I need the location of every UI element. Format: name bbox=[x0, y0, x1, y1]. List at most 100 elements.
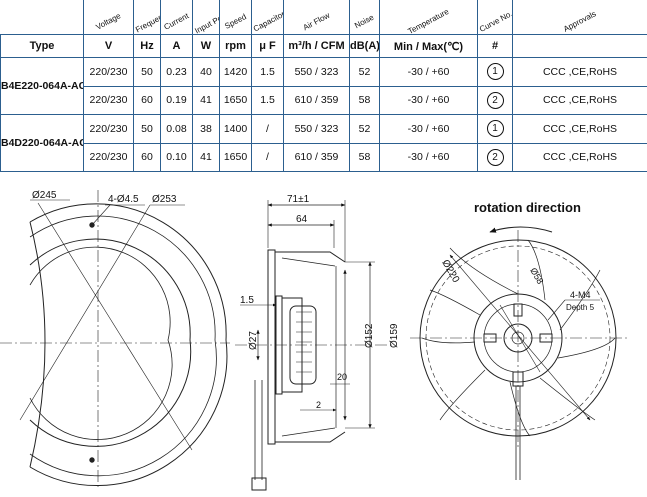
unit-speed: rpm bbox=[220, 35, 252, 58]
impeller-backplate bbox=[268, 250, 275, 444]
header-temperature: Temperature bbox=[380, 0, 478, 35]
label-d253: Ø253 bbox=[152, 194, 177, 205]
cell-noise: 58 bbox=[350, 86, 380, 115]
cell-speed: 1650 bbox=[220, 86, 252, 115]
cell-current: 0.23 bbox=[161, 58, 193, 87]
cell-frequency: 50 bbox=[134, 115, 161, 144]
cell-approval: CCC ,CE,RoHS bbox=[513, 58, 647, 87]
impeller-top-shroud bbox=[275, 252, 345, 262]
spec-table-section: Voltage Frequency Current Input Power Sp… bbox=[0, 0, 647, 171]
header-current: Current bbox=[161, 0, 193, 35]
cell-current: 0.19 bbox=[161, 86, 193, 115]
front-inner-arc bbox=[30, 247, 172, 439]
header-curve-no: Curve No. bbox=[478, 0, 513, 35]
blade-line bbox=[450, 248, 518, 294]
table-row: B4E220-064A-ACC0 220/230 50 0.23 40 1420… bbox=[1, 58, 647, 87]
label-64: 64 bbox=[296, 214, 308, 225]
cell-frequency: 60 bbox=[134, 143, 161, 172]
unit-power: W bbox=[193, 35, 220, 58]
cell-voltage: 220/230 bbox=[84, 58, 134, 87]
cell-noise: 52 bbox=[350, 115, 380, 144]
unit-temperature: Min / Max(℃) bbox=[380, 35, 478, 58]
cell-frequency: 60 bbox=[134, 86, 161, 115]
unit-curve: # bbox=[478, 35, 513, 58]
header-frequency: Frequency bbox=[134, 0, 161, 35]
cell-power: 38 bbox=[193, 115, 220, 144]
front-view bbox=[0, 190, 230, 490]
cell-airflow: 610 / 359 bbox=[284, 143, 350, 172]
label-holes: 4-Ø4.5 bbox=[108, 194, 139, 205]
unit-airflow: m³/h / CFM bbox=[284, 35, 350, 58]
label-d159: Ø159 bbox=[389, 323, 400, 348]
dim-58 bbox=[500, 305, 540, 372]
cell-speed: 1400 bbox=[220, 115, 252, 144]
cell-capacitor: / bbox=[252, 143, 284, 172]
blade-line bbox=[558, 338, 615, 358]
mount-hole bbox=[90, 458, 94, 462]
label-2: 2 bbox=[316, 400, 321, 410]
cable bbox=[255, 380, 262, 480]
cell-airflow: 610 / 359 bbox=[284, 86, 350, 115]
model-type: B4D220-064A-ACC0 bbox=[1, 115, 84, 172]
curve-badge: 1 bbox=[487, 63, 504, 80]
dim-line-holes bbox=[92, 205, 110, 225]
header-air-flow: Air Flow bbox=[284, 0, 350, 35]
cell-temperature: -30 / +60 bbox=[380, 143, 478, 172]
blade-line bbox=[422, 338, 475, 343]
cell-curve: 2 bbox=[478, 86, 513, 115]
header-approvals: Approvals bbox=[513, 0, 647, 35]
cell-voltage: 220/230 bbox=[84, 86, 134, 115]
blade-line bbox=[440, 370, 485, 420]
cell-speed: 1650 bbox=[220, 143, 252, 172]
cell-airflow: 550 / 323 bbox=[284, 58, 350, 87]
cell-current: 0.10 bbox=[161, 143, 193, 172]
header-capacitor: Capacitor bbox=[252, 0, 284, 35]
header-blank bbox=[1, 0, 84, 35]
cell-curve: 1 bbox=[478, 58, 513, 87]
label-d27: Ø27 bbox=[248, 331, 259, 350]
rotated-header-row: Voltage Frequency Current Input Power Sp… bbox=[1, 0, 647, 35]
curve-badge: 2 bbox=[487, 149, 504, 166]
label-20: 20 bbox=[337, 372, 347, 382]
cell-temperature: -30 / +60 bbox=[380, 86, 478, 115]
unit-type: Type bbox=[1, 35, 84, 58]
cell-noise: 52 bbox=[350, 58, 380, 87]
cell-approval: CCC ,CE,RoHS bbox=[513, 115, 647, 144]
cell-power: 40 bbox=[193, 58, 220, 87]
model-type: B4E220-064A-ACC0 bbox=[1, 58, 84, 115]
table-row: 220/230 60 0.10 41 1650 / 610 / 359 58 -… bbox=[1, 143, 647, 172]
unit-capacitor: μ F bbox=[252, 35, 284, 58]
cell-temperature: -30 / +60 bbox=[380, 115, 478, 144]
cell-capacitor: / bbox=[252, 115, 284, 144]
cell-noise: 58 bbox=[350, 143, 380, 172]
curve-badge: 2 bbox=[487, 92, 504, 109]
cell-speed: 1420 bbox=[220, 58, 252, 87]
blade-line bbox=[282, 428, 335, 436]
dim-line-253 bbox=[20, 205, 150, 420]
label-d220: Ø220 bbox=[439, 258, 461, 285]
front-flange-arc bbox=[30, 216, 216, 476]
cell-power: 41 bbox=[193, 143, 220, 172]
label-d152: Ø152 bbox=[364, 323, 375, 348]
unit-current: A bbox=[161, 35, 193, 58]
cell-airflow: 550 / 323 bbox=[284, 115, 350, 144]
cell-current: 0.08 bbox=[161, 115, 193, 144]
cell-approval: CCC ,CE,RoHS bbox=[513, 143, 647, 172]
header-speed: Speed bbox=[220, 0, 252, 35]
drawing-canvas: Ø245 4-Ø4.5 Ø253 bbox=[0, 171, 647, 492]
curve-badge: 1 bbox=[487, 120, 504, 137]
unit-voltage: V bbox=[84, 35, 134, 58]
cell-capacitor: 1.5 bbox=[252, 58, 284, 87]
unit-noise: dB(A) bbox=[350, 35, 380, 58]
table-row: 220/230 60 0.19 41 1650 1.5 610 / 359 58… bbox=[1, 86, 647, 115]
cell-approval: CCC ,CE,RoHS bbox=[513, 86, 647, 115]
cable-end bbox=[252, 478, 266, 490]
header-voltage: Voltage bbox=[84, 0, 134, 35]
unit-frequency: Hz bbox=[134, 35, 161, 58]
cell-temperature: -30 / +60 bbox=[380, 58, 478, 87]
table-row: B4D220-064A-ACC0 220/230 50 0.08 38 1400… bbox=[1, 115, 647, 144]
motor-fins bbox=[296, 312, 312, 372]
label-71: 71±1 bbox=[287, 194, 310, 205]
label-1-5: 1.5 bbox=[240, 295, 254, 306]
blade-line bbox=[430, 290, 480, 315]
